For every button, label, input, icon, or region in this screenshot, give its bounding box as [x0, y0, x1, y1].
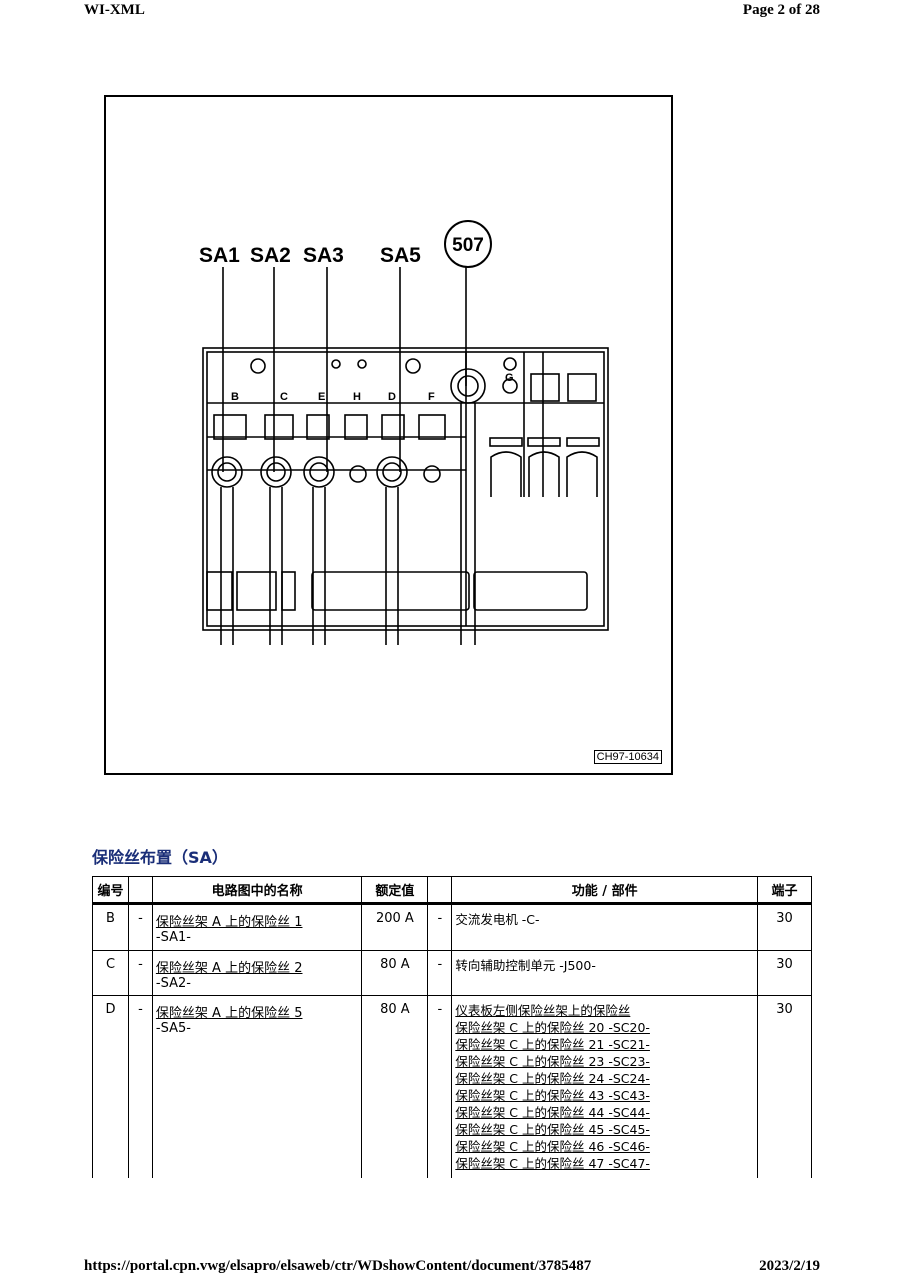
- cell-dash: -: [127, 995, 153, 1178]
- function-line[interactable]: 仪表板左侧保险丝架上的保险丝: [455, 1003, 631, 1018]
- doc-header-title: WI-XML: [84, 2, 145, 18]
- fuse-holder-diagram: SA1 SA2 SA3 SA5 507 B C E H D F G CH97-1…: [104, 95, 673, 775]
- slot-letter-b: B: [231, 391, 239, 403]
- fuse-holder-drawing: SA1 SA2 SA3 SA5 507 B C E H D F G: [199, 220, 609, 645]
- fuse-code: -SA2-: [155, 976, 191, 991]
- fuse-box-outline: [202, 347, 609, 631]
- cell-dash: -: [427, 903, 453, 951]
- cell-rating: 200 A: [361, 903, 429, 951]
- callout-sa3: SA3: [303, 244, 344, 267]
- cell-rating: 80 A: [361, 950, 429, 996]
- table-row: B - 保险丝架 A 上的保险丝 1-SA1- 200 A - 交流发电机 -C…: [92, 903, 812, 951]
- table-header-row: 编号 电路图中的名称 额定值 功能 / 部件 端子: [92, 876, 812, 905]
- col-header-blank-1: [127, 876, 153, 905]
- cell-function: 转向辅助控制单元 -J500-: [451, 950, 759, 996]
- cell-dash: -: [427, 950, 453, 996]
- cell-function: 交流发电机 -C-: [451, 903, 759, 951]
- function-line[interactable]: 保险丝架 C 上的保险丝 20 -SC20-: [455, 1020, 650, 1035]
- page-number: Page 2 of 28: [742, 2, 820, 18]
- function-line[interactable]: 保险丝架 C 上的保险丝 21 -SC21-: [455, 1037, 650, 1052]
- fuse-name-link[interactable]: 保险丝架 A 上的保险丝 1: [155, 915, 303, 930]
- fuse-code: -SA5-: [155, 1021, 191, 1036]
- circle-label-507: 507: [452, 235, 484, 256]
- cell-rating: 80 A: [361, 995, 429, 1178]
- function-line[interactable]: 保险丝架 C 上的保险丝 23 -SC23-: [455, 1054, 650, 1069]
- footer-date: 2023/2/19: [759, 1258, 820, 1274]
- slot-letter-c: C: [280, 391, 288, 403]
- part-number-circle: [444, 220, 492, 268]
- figure-code: CH97-10634: [593, 750, 662, 764]
- col-header-number: 编号: [92, 876, 129, 905]
- slot-letter-f: F: [428, 391, 435, 403]
- function-line: 交流发电机 -C-: [455, 912, 540, 927]
- footer-url: https://portal.cpn.vwg/elsapro/elsaweb/c…: [84, 1258, 592, 1274]
- section-title: 保险丝布置（SA）: [92, 848, 228, 867]
- fuse-box-inner: [206, 351, 605, 627]
- function-line: 转向辅助控制单元 -J500-: [455, 958, 596, 973]
- cell-dash: -: [127, 950, 153, 996]
- cell-id: D: [92, 995, 129, 1178]
- cell-id: C: [92, 950, 129, 996]
- cell-terminal: 30: [757, 950, 812, 996]
- cell-name: 保险丝架 A 上的保险丝 5-SA5-: [151, 995, 363, 1178]
- slot-letter-h: H: [353, 391, 361, 403]
- table-row: D - 保险丝架 A 上的保险丝 5-SA5- 80 A - 仪表板左侧保险丝架…: [92, 995, 812, 1178]
- cell-name: 保险丝架 A 上的保险丝 1-SA1-: [151, 903, 363, 951]
- cell-terminal: 30: [757, 995, 812, 1178]
- slot-letter-g: G: [505, 372, 514, 384]
- table-row: C - 保险丝架 A 上的保险丝 2-SA2- 80 A - 转向辅助控制单元 …: [92, 950, 812, 996]
- col-header-name: 电路图中的名称: [151, 876, 363, 905]
- col-header-rating: 额定值: [361, 876, 429, 905]
- cell-name: 保险丝架 A 上的保险丝 2-SA2-: [151, 950, 363, 996]
- function-line[interactable]: 保险丝架 C 上的保险丝 43 -SC43-: [455, 1088, 650, 1103]
- cell-id: B: [92, 903, 129, 951]
- cell-dash: -: [427, 995, 453, 1178]
- cell-function: 仪表板左侧保险丝架上的保险丝 保险丝架 C 上的保险丝 20 -SC20- 保险…: [451, 995, 759, 1178]
- fuse-table: 编号 电路图中的名称 额定值 功能 / 部件 端子 B - 保险丝架 A 上的保…: [92, 876, 812, 1178]
- callout-sa5: SA5: [380, 244, 421, 267]
- slot-letter-e: E: [318, 391, 325, 403]
- function-line[interactable]: 保险丝架 C 上的保险丝 46 -SC46-: [455, 1139, 650, 1154]
- cell-dash: -: [127, 903, 153, 951]
- col-header-blank-2: [427, 876, 453, 905]
- fuse-name-link[interactable]: 保险丝架 A 上的保险丝 5: [155, 1006, 303, 1021]
- cell-terminal: 30: [757, 903, 812, 951]
- function-line[interactable]: 保险丝架 C 上的保险丝 47 -SC47-: [455, 1156, 650, 1171]
- slot-letter-d: D: [388, 391, 396, 403]
- fuse-cables: [211, 368, 486, 645]
- fuse-code: -SA1-: [155, 930, 191, 945]
- callout-sa2: SA2: [250, 244, 291, 267]
- col-header-terminal: 端子: [757, 876, 812, 905]
- function-line[interactable]: 保险丝架 C 上的保险丝 45 -SC45-: [455, 1122, 650, 1137]
- function-line[interactable]: 保险丝架 C 上的保险丝 44 -SC44-: [455, 1105, 650, 1120]
- function-line[interactable]: 保险丝架 C 上的保险丝 24 -SC24-: [455, 1071, 650, 1086]
- fuse-name-link[interactable]: 保险丝架 A 上的保险丝 2: [155, 961, 303, 976]
- callout-sa1: SA1: [199, 244, 240, 267]
- col-header-function: 功能 / 部件: [451, 876, 759, 905]
